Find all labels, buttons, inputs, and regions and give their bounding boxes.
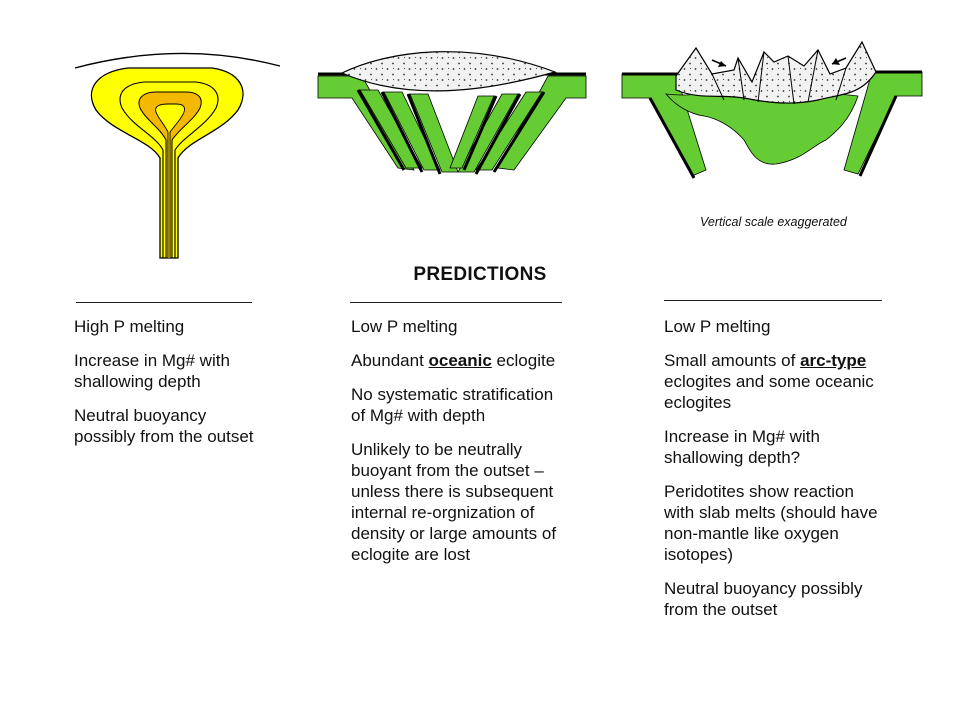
column-rule-1 bbox=[76, 302, 252, 303]
plume-inner bbox=[155, 103, 185, 258]
arrow-right-icon bbox=[711, 59, 727, 67]
slab-edge-right-3 bbox=[858, 95, 898, 177]
wedge-lines bbox=[711, 49, 847, 105]
slab-stack-diagram bbox=[317, 51, 587, 175]
column-rule-3 bbox=[664, 300, 882, 301]
page-title: PREDICTIONS bbox=[413, 264, 547, 285]
paragraph: Abundant oceanic eclogite bbox=[351, 351, 556, 370]
arc-crust bbox=[675, 40, 877, 104]
paragraph: Unlikely to be neutrally buoyant from th… bbox=[351, 440, 557, 564]
slab-6 bbox=[449, 95, 495, 169]
column-rule-2 bbox=[350, 302, 562, 303]
arc-accretion-diagram bbox=[621, 40, 923, 179]
slab-edge-lines bbox=[356, 89, 546, 175]
column-slab-stack: Low P melting Abundant oceanic eclogite … bbox=[351, 316, 556, 578]
crust-lens bbox=[340, 51, 557, 92]
surface-line-3 bbox=[622, 70, 922, 76]
slab-edge-left-3 bbox=[648, 97, 696, 179]
arrow-left-icon bbox=[831, 57, 847, 65]
paragraph: Low P melting bbox=[351, 317, 458, 336]
plume-diagram bbox=[74, 52, 281, 259]
scale-note: Vertical scale exaggerated bbox=[700, 215, 847, 229]
plume-middle bbox=[119, 81, 219, 258]
paragraph: Low P melting bbox=[664, 317, 771, 336]
lithosphere-arc bbox=[74, 52, 281, 69]
emphasis-arc-type: arc-type bbox=[800, 351, 867, 370]
slab-1 bbox=[359, 89, 423, 169]
paragraph: Peridotites show reaction with slab melt… bbox=[664, 482, 878, 564]
emphasis-oceanic: oceanic bbox=[428, 351, 492, 370]
diagrams bbox=[74, 40, 923, 259]
paragraph: High P melting bbox=[74, 317, 185, 336]
